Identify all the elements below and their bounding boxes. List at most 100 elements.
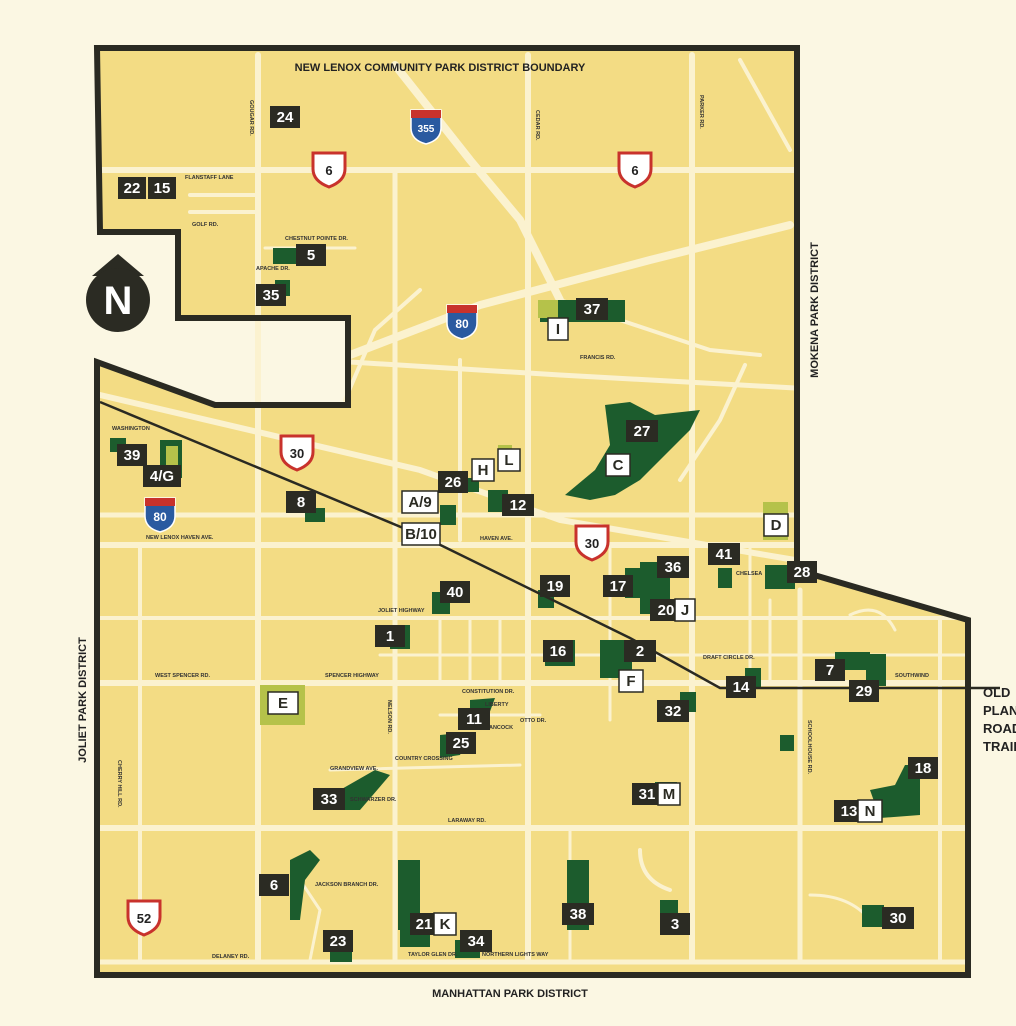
park-marker-18: 18 xyxy=(908,757,938,779)
park-marker-label: 1 xyxy=(386,628,394,645)
park-marker-label: E xyxy=(278,695,288,712)
park-marker-label: 5 xyxy=(307,247,315,264)
shield-number: 355 xyxy=(418,124,435,135)
park-marker-label: 8 xyxy=(297,494,305,511)
street-label: CEDAR RD. xyxy=(534,110,540,141)
park-marker-label: 41 xyxy=(716,546,733,563)
street-label: DRAFT CIRCLE DR. xyxy=(703,655,755,661)
interstate-shield-icon: 355 xyxy=(410,109,442,145)
park-marker-h: H xyxy=(471,458,495,482)
street-label: GRANDVIEW AVE. xyxy=(330,766,378,772)
park-marker-d: D xyxy=(763,513,789,537)
park-marker-16: 16 xyxy=(543,640,573,662)
park-marker-b-10: B/10 xyxy=(401,522,441,546)
street-label: LARAWAY RD. xyxy=(448,818,486,824)
park-marker-label: N xyxy=(865,803,876,820)
street-label: OTTO DR. xyxy=(520,718,547,724)
park-marker-19: 19 xyxy=(540,575,570,597)
park-marker-label: H xyxy=(478,462,489,479)
park-marker-label: 6 xyxy=(270,877,278,894)
park-marker-label: 17 xyxy=(610,578,627,595)
highway-shields: 355 80 80 6 6 30 30 xyxy=(126,109,653,937)
street-label: NELSON RD. xyxy=(386,700,392,734)
street-label: SCHOOLHOUSE RD. xyxy=(806,720,812,775)
trail-label-line-2: PLANK xyxy=(983,703,1016,718)
shield-number: 30 xyxy=(290,446,304,461)
street-label: LIBERTY xyxy=(485,702,509,708)
south-boundary-label: MANHATTAN PARK DISTRICT xyxy=(432,988,588,1000)
park-marker-38: 38 xyxy=(562,903,594,925)
street-label: FRANCIS RD. xyxy=(580,355,616,361)
park-marker-label: 23 xyxy=(330,933,347,950)
park-marker-label: 2 xyxy=(636,643,644,660)
park-marker-label: 35 xyxy=(263,287,280,304)
park-marker-k: K xyxy=(433,912,457,936)
park-marker-label: F xyxy=(626,673,635,690)
park-marker-25: 25 xyxy=(446,732,476,754)
park-marker-label: B/10 xyxy=(405,526,437,543)
street-label: NEW LENOX HAVEN AVE. xyxy=(146,535,214,541)
street-label: TAYLOR GLEN DR. xyxy=(408,952,458,958)
park-marker-5: 5 xyxy=(296,244,326,266)
park-marker-label: 27 xyxy=(634,423,651,440)
park-marker-label: 21 xyxy=(416,916,433,933)
park-marker-c: C xyxy=(605,453,631,477)
us-route-shield-icon: 30 xyxy=(279,434,315,472)
park-marker-3: 3 xyxy=(660,913,690,935)
park-marker-label: 18 xyxy=(915,760,932,777)
street-label: COUNTRY CROSSING xyxy=(395,756,453,762)
park-marker-label: 30 xyxy=(890,910,907,927)
park-marker-35: 35 xyxy=(256,284,286,306)
park-marker-label: 28 xyxy=(794,564,811,581)
us-route-shield-icon: 6 xyxy=(617,151,653,189)
park-marker-34: 34 xyxy=(460,930,492,952)
park-marker-label: 15 xyxy=(154,180,171,197)
park-marker-label: 14 xyxy=(733,679,750,696)
park-marker-label: 16 xyxy=(550,643,567,660)
park-marker-f: F xyxy=(618,669,644,693)
park-marker-39: 39 xyxy=(117,444,147,466)
park-marker-14: 14 xyxy=(726,676,756,698)
street-label: GOLF RD. xyxy=(192,222,219,228)
north-arrow-icon xyxy=(92,254,144,276)
park-marker-n: N xyxy=(857,799,883,823)
park-marker-label: 20 xyxy=(658,602,675,619)
park-marker-7: 7 xyxy=(815,659,845,681)
park-marker-41: 41 xyxy=(708,543,740,565)
park-marker-33: 33 xyxy=(313,788,345,810)
us-route-shield-icon: 30 xyxy=(574,524,610,562)
street-label: HAVEN AVE. xyxy=(480,536,513,542)
park-marker-21: 21 xyxy=(410,913,438,935)
street-label: SOUTHWIND xyxy=(895,673,929,679)
park-marker-label: 29 xyxy=(856,683,873,700)
park-marker-label: 7 xyxy=(826,662,834,679)
park-marker-17: 17 xyxy=(603,575,633,597)
park-marker-12: 12 xyxy=(502,494,534,516)
street-label: WEST SPENCER RD. xyxy=(155,673,210,679)
park-marker-6: 6 xyxy=(259,874,289,896)
park-marker-a-9: A/9 xyxy=(401,490,439,514)
park-marker-label: L xyxy=(504,452,513,469)
street-label: APACHE DR. xyxy=(256,266,290,272)
park-marker-1: 1 xyxy=(375,625,405,647)
trail-label-line-1: OLD xyxy=(983,685,1010,700)
park-marker-label: 26 xyxy=(445,474,462,491)
park-marker-label: 34 xyxy=(468,933,485,950)
street-label: CHELSEA xyxy=(736,571,762,577)
park-marker-2: 2 xyxy=(624,640,656,662)
park-marker-label: M xyxy=(663,786,676,803)
street-labels: FLANSTAFF LANE GOLF RD. CHESTNUT POINTE … xyxy=(112,95,929,960)
shield-number: 80 xyxy=(153,510,167,524)
park-marker-label: 31 xyxy=(639,786,656,803)
park-marker-24: 24 xyxy=(270,106,300,128)
park-marker-m: M xyxy=(657,782,681,806)
park-marker-label: 4/G xyxy=(150,468,174,485)
park-marker-37: 37 xyxy=(576,298,608,320)
street-label: JOLIET HIGHWAY xyxy=(378,608,425,614)
park-marker-label: 11 xyxy=(466,711,482,728)
park-marker-15: 15 xyxy=(148,177,176,199)
park-marker-label: 13 xyxy=(841,803,858,820)
park-marker-label: 33 xyxy=(321,791,338,808)
park-marker-label: I xyxy=(556,321,560,338)
park-marker-label: 19 xyxy=(547,578,564,595)
